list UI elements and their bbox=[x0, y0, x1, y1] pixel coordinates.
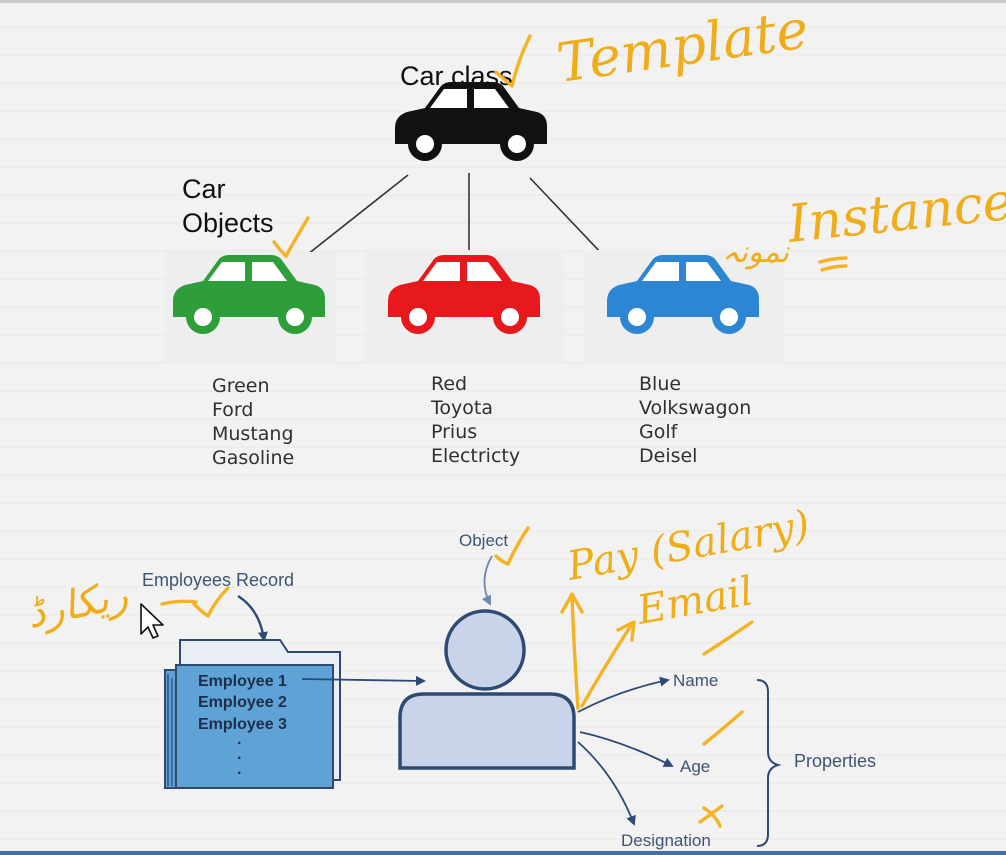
underline-mark bbox=[160, 599, 198, 606]
employee-folder: Employee 1 Employee 2 Employee 3 . . . bbox=[164, 639, 341, 789]
underline-mark bbox=[818, 256, 848, 272]
handwritten-arrow-diagonal bbox=[580, 622, 634, 708]
car-attribute: Toyota bbox=[430, 397, 493, 419]
annotation-instance: Instance bbox=[784, 172, 1006, 255]
class-object-connectors bbox=[297, 173, 605, 263]
employee-diagram: Employees Record Employee 1 Employee 2 E… bbox=[142, 531, 876, 850]
properties-brace bbox=[756, 679, 782, 847]
check-mark-icon bbox=[494, 34, 532, 88]
car-attribute: Electricty bbox=[431, 445, 520, 467]
annotation-record-urdu: ریکارڈ bbox=[23, 571, 133, 637]
folder-item: Employee 2 bbox=[198, 694, 287, 711]
employee-to-object-arrow bbox=[301, 675, 426, 686]
employees-record-label: Employees Record bbox=[142, 570, 294, 590]
car-attribute: Mustang bbox=[212, 423, 294, 445]
car-attribute: Deisel bbox=[639, 445, 697, 467]
slide-top-border bbox=[0, 0, 1006, 3]
property-arrows bbox=[577, 676, 674, 826]
annotation-instance-urdu: نمونہ bbox=[722, 235, 791, 270]
properties-label: Properties bbox=[794, 751, 876, 771]
check-mark-icon bbox=[702, 710, 744, 746]
slide-bottom-border bbox=[0, 851, 1006, 855]
property-age: Age bbox=[680, 757, 710, 776]
folder-item: Employee 3 bbox=[198, 716, 287, 733]
handwritten-arrowhead bbox=[616, 620, 636, 642]
folder-dot: . bbox=[237, 746, 241, 763]
car-attribute: Red bbox=[431, 373, 467, 395]
car-diagram: Car class Car Objects Green Ford M bbox=[165, 61, 785, 469]
car-red-attributes: Red Toyota Prius Electricty bbox=[430, 373, 520, 467]
mouse-cursor-icon bbox=[140, 603, 164, 639]
property-name: Name bbox=[673, 671, 718, 690]
handwritten-arrowhead bbox=[560, 592, 584, 614]
check-mark-icon bbox=[272, 216, 310, 258]
car-attribute: Blue bbox=[639, 373, 681, 395]
record-to-folder-arrow bbox=[237, 594, 268, 642]
object-label: Object bbox=[459, 531, 508, 550]
property-designation: Designation bbox=[621, 831, 711, 850]
folder-dot: . bbox=[237, 731, 241, 748]
folder-dot: . bbox=[237, 761, 241, 778]
annotation-pay: Pay (Salary) bbox=[563, 502, 813, 590]
car-attribute: Golf bbox=[639, 421, 679, 443]
car-objects-title-line2: Objects bbox=[182, 208, 274, 238]
car-attribute: Green bbox=[212, 375, 270, 397]
car-attribute: Prius bbox=[431, 421, 477, 443]
car-attribute: Ford bbox=[212, 399, 253, 421]
folder-item: Employee 1 bbox=[198, 673, 287, 690]
car-blue-attributes: Blue Volkswagon Golf Deisel bbox=[639, 373, 751, 467]
check-mark-icon bbox=[702, 620, 754, 656]
annotation-email: Email bbox=[633, 568, 757, 634]
car-objects-title-line1: Car bbox=[182, 174, 226, 204]
handwritten-arrow-up bbox=[570, 594, 580, 710]
car-attribute: Volkswagon bbox=[639, 397, 751, 419]
person-object-icon bbox=[398, 609, 576, 770]
check-mark-icon bbox=[192, 586, 230, 618]
car-green-attributes: Green Ford Mustang Gasoline bbox=[212, 375, 294, 469]
car-class-icon bbox=[395, 82, 547, 161]
check-mark-icon bbox=[494, 526, 530, 566]
object-label-arrow bbox=[481, 555, 493, 606]
annotation-template: Template bbox=[553, 0, 812, 95]
car-attribute: Gasoline bbox=[212, 447, 294, 469]
check-mark-icon bbox=[698, 804, 724, 828]
